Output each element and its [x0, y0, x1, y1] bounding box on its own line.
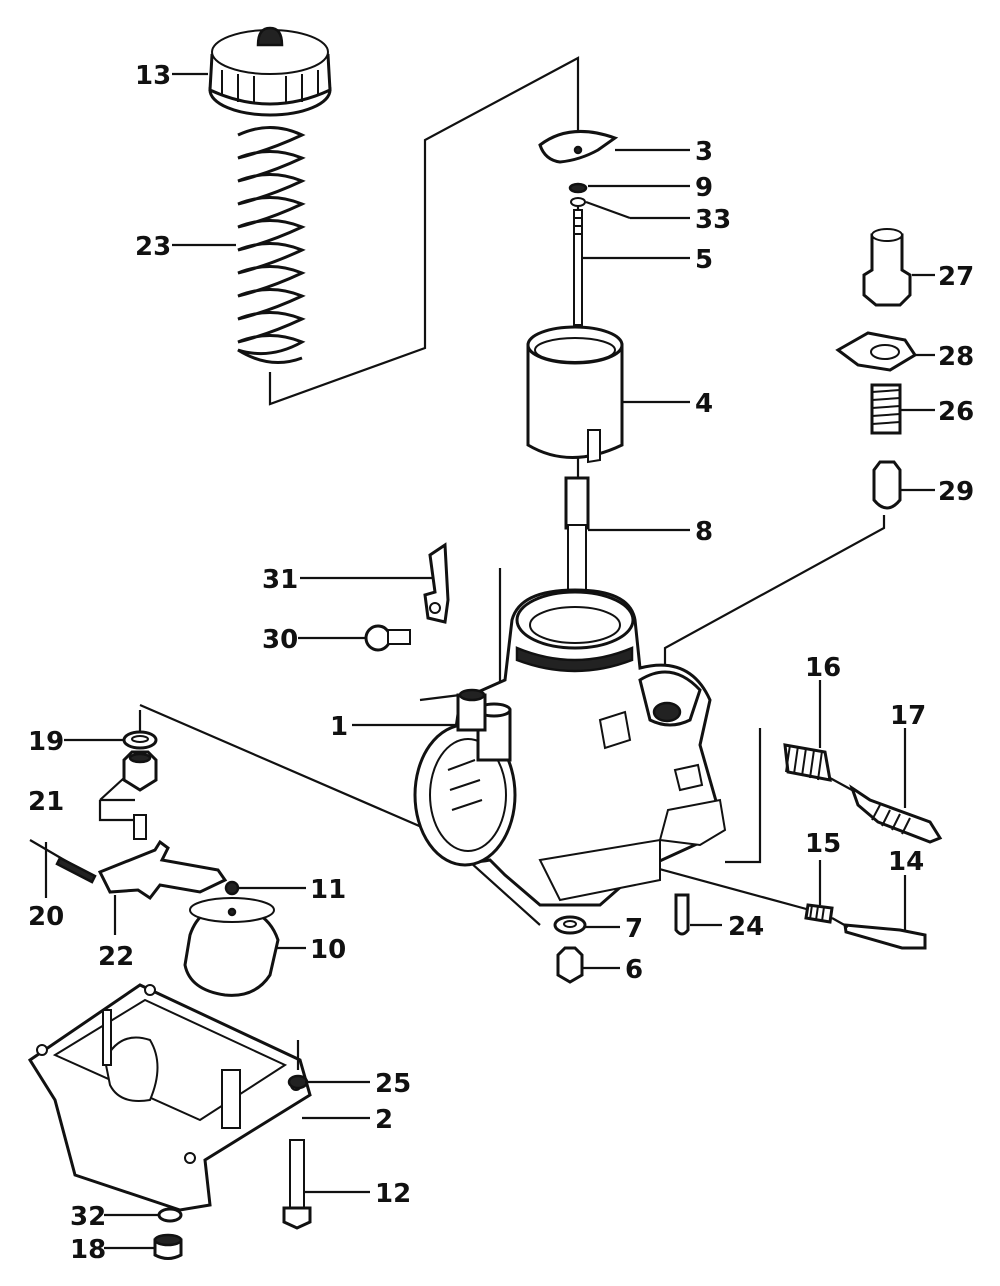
callout-8: 8	[695, 517, 713, 547]
callout-21: 21	[28, 787, 64, 817]
callout-25: 25	[375, 1069, 411, 1099]
callout-30: 30	[262, 625, 298, 655]
callout-4: 4	[695, 389, 713, 419]
part-3-retainer-plate	[538, 129, 619, 164]
callout-18: 18	[70, 1235, 106, 1265]
callout-32: 32	[70, 1202, 106, 1232]
part-24-jet	[674, 893, 690, 936]
part-18-drain-plug	[153, 1233, 183, 1260]
callout-16: 16	[805, 653, 841, 683]
part-11-pin	[224, 880, 240, 896]
part-22-float-arm	[97, 839, 228, 901]
callout-26: 26	[938, 397, 974, 427]
part-16-spring	[783, 743, 832, 782]
part-31-bracket	[423, 542, 450, 624]
part-30-screw	[364, 624, 411, 652]
part-4-throttle-valve	[526, 325, 624, 464]
part-20-pin	[29, 839, 97, 884]
callout-14: 14	[888, 847, 924, 877]
callout-10: 10	[310, 935, 346, 965]
part-9-clip	[568, 182, 588, 194]
part-27-fitting	[862, 228, 912, 307]
callout-31: 31	[262, 565, 298, 595]
callout-15: 15	[805, 829, 841, 859]
callout-19: 19	[28, 727, 64, 757]
part-33-washer	[570, 197, 586, 207]
part-12-screw	[282, 1139, 312, 1230]
callout-11: 11	[310, 875, 346, 905]
part-7-washer	[553, 915, 587, 935]
callout-7: 7	[625, 914, 643, 944]
part-6-main-jet	[556, 946, 584, 984]
part-23-spring	[237, 126, 306, 364]
part-28-gasket	[835, 331, 918, 372]
callout-3: 3	[695, 137, 713, 167]
part-14-screw	[831, 917, 927, 950]
part-32-washer	[157, 1207, 183, 1223]
part-21-needle-valve	[122, 750, 158, 840]
callout-12: 12	[375, 1179, 411, 1209]
callout-17: 17	[890, 701, 926, 731]
callout-24: 24	[728, 912, 764, 942]
part-5-jet-needle	[573, 209, 583, 326]
callout-9: 9	[695, 173, 713, 203]
part-1-carburetor-body	[413, 588, 727, 907]
callout-23: 23	[135, 232, 171, 262]
part-2-float-bowl	[27, 983, 312, 1212]
callout-33: 33	[695, 205, 731, 235]
callout-leaders	[44, 72, 935, 1250]
part-8-needle-jet	[562, 476, 592, 606]
callout-2: 2	[375, 1105, 393, 1135]
part-17-pilot-screw	[829, 777, 943, 844]
part-15-spring	[804, 903, 834, 924]
callout-29: 29	[938, 477, 974, 507]
callout-13: 13	[135, 61, 171, 91]
callout-22: 22	[98, 942, 134, 972]
part-10-float	[183, 897, 280, 997]
part-19-washer	[122, 730, 158, 750]
callout-27: 27	[938, 262, 974, 292]
callout-labels: 13 23 3 9 33 5 27 28 26 4 29 8 31 30 16 …	[28, 61, 974, 1265]
part-13-cap	[208, 26, 332, 117]
part-26-spring	[870, 383, 902, 435]
part-29-plunger	[872, 460, 902, 510]
callout-20: 20	[28, 902, 64, 932]
callout-6: 6	[625, 955, 643, 985]
callout-28: 28	[938, 342, 974, 372]
callout-5: 5	[695, 245, 713, 275]
callout-1: 1	[330, 712, 348, 742]
